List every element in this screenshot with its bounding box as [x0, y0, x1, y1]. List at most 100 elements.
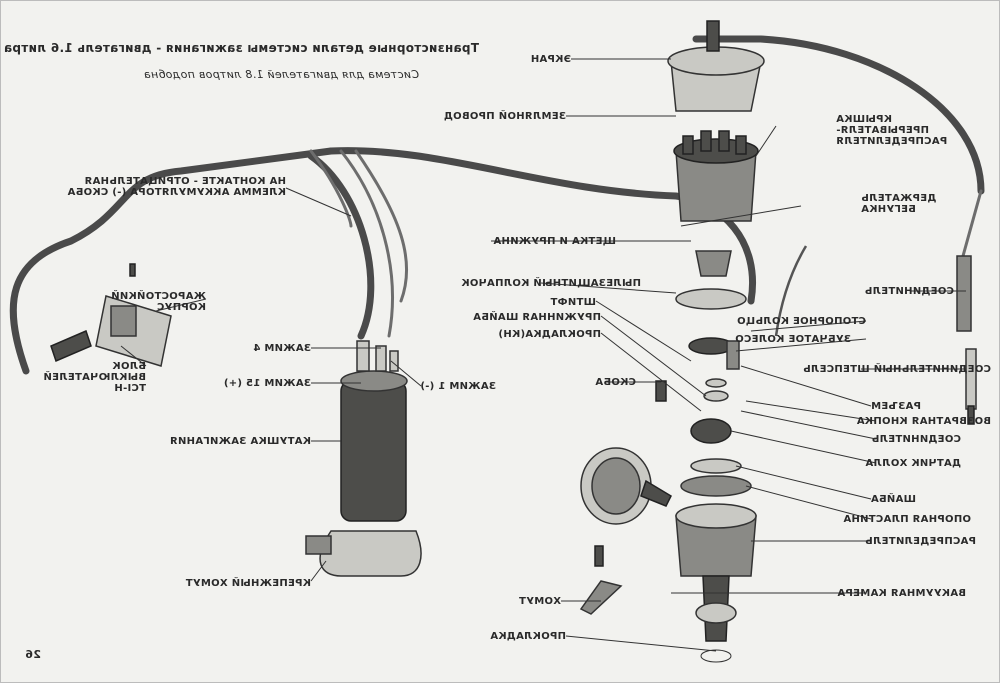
label-distributor: РАСПРЕДЕЛИТЕЛЬ [864, 536, 976, 547]
coil-terminal-1 [389, 350, 399, 372]
label-gasket-kn: ПРОКЛАДКА(КН) [498, 329, 601, 340]
ring-part [705, 378, 727, 388]
vacuum-diaphragm [591, 457, 641, 515]
label-ekran: ЭКРАН [530, 54, 571, 65]
coil-lead-2 [339, 149, 394, 338]
label-battery-terminal: НА КОНТАКТЕ - ОТРИЦАТЕЛЬНАЯ КЛЕММА АККУМ… [67, 176, 286, 198]
ignition-cable [692, 35, 985, 195]
leader-term1 [390, 360, 422, 387]
leader-retaining [750, 320, 867, 332]
bracket-part [655, 380, 667, 402]
label-term15: ЗАЖИМ 15 (+) [223, 378, 311, 389]
label-washer: ШАЙБА [870, 494, 916, 505]
leader-cap [755, 125, 777, 157]
control-unit-plug [50, 329, 92, 363]
cap-post-2 [718, 130, 730, 152]
control-unit-module [110, 305, 137, 337]
washer-part [690, 458, 742, 474]
coil-terminal-4 [375, 345, 387, 372]
label-dust-cap: ПЫЛЕЗАЩИТНЫЙ КОЛПАЧОК [461, 278, 641, 289]
spark-plug [965, 348, 977, 410]
label-control-unit: БЛОК ВЫКЛЮЧАТЕЛЕЙ TCI-H [43, 361, 146, 394]
distributor-rim [675, 503, 757, 529]
vacuum-arm [640, 479, 672, 507]
cap-lead-boot [706, 20, 720, 52]
leader-dustcap [540, 282, 677, 294]
label-cap: КРЫШКА ПРЕРЫВАТЕЛЯ- РАСПРЕДЕЛИТЕЛЯ [836, 114, 948, 147]
cap-post-1 [735, 135, 747, 155]
coil-body [340, 380, 407, 522]
label-rotor-holder: ДЕРЖАТЕЛЬ БЕГУНКА [861, 193, 937, 215]
leader-return [745, 400, 877, 422]
vacuum-hose [774, 245, 808, 337]
cap-post-4 [682, 135, 694, 155]
leader-pin [595, 300, 692, 362]
label-heat-sink: ЖАРОСТОЙКИЙ КОРПУС [110, 291, 206, 313]
label-return-button: ВОЗВРАТНАЯ КНОПКА [856, 416, 991, 427]
label-ground-wire: ЗЕМЛЯНОЙ ПРОВОД [443, 111, 566, 122]
leader-hall [730, 430, 877, 464]
base-plate-part [680, 475, 752, 497]
distributor-collar [695, 602, 737, 624]
leader-heatsink [155, 298, 207, 312]
label-connector: СОЕДИНИТЕЛЬ [864, 286, 954, 297]
gasket-ring [700, 649, 732, 663]
coil-terminal-15 [356, 340, 370, 372]
label-vacuum: ВАКУУМНАЯ КАМЕРА [837, 588, 966, 599]
label-pin: ШТИФТ [550, 297, 596, 308]
label-term4: ЗАЖИМ 4 [253, 343, 311, 354]
bolt-part [594, 545, 604, 567]
page-subtitle: Система для двигателей 1.8 литров подобн… [143, 68, 419, 81]
cap-post-3 [700, 130, 712, 152]
dust-cap [675, 288, 747, 310]
label-term1: ЗАЖИМ 1 (-) [420, 381, 496, 392]
main-harness-wire [327, 147, 756, 305]
label-hall-sensor: ДАТЧИК ХОЛЛА [865, 458, 961, 469]
coil-lead-3 [354, 149, 409, 303]
clamp-part [579, 580, 623, 615]
leader-connector2 [740, 410, 877, 440]
leader-baseplate [745, 485, 872, 520]
leader-washer [735, 465, 872, 500]
label-mount-clamp: КРЕПЕЖНЫЙ ХОМУТ [185, 578, 311, 589]
label-coil: КАТУШКА ЗАЖИГАНИЯ [169, 436, 311, 447]
label-spring-washer: ПРУЖИННАЯ ШАЙБА [472, 312, 601, 323]
spark-connector [956, 255, 972, 332]
leader-gasket-kn [600, 332, 702, 412]
leader-mountclamp [310, 560, 327, 582]
ignition-cable-end [961, 189, 983, 258]
spark-plug-tip [967, 405, 975, 425]
leader-socket [740, 365, 872, 407]
label-spark-connector: СОЕДИНИТЕЛЬНЫЙ ШТЕПСЕЛЬ [802, 364, 991, 375]
spring-washer-part [703, 390, 729, 402]
leader-gear [735, 338, 867, 352]
coil-mount-clamp [319, 530, 422, 577]
label-socket: РАЗЪЕМ [870, 401, 921, 412]
label-brush-spring: ЩЕТКА И ПРУЖИНА [493, 236, 616, 247]
rotor [695, 250, 732, 277]
control-unit-screw [129, 263, 136, 277]
socket-part [726, 340, 740, 370]
label-connector-2: СОЕДИНИТЕЛЬ [871, 434, 961, 445]
hall-sensor-part [690, 418, 732, 444]
leader-holder [680, 205, 802, 227]
label-gasket: ПРОКЛАДКА [490, 631, 566, 642]
coil-lead [307, 152, 375, 340]
label-gear: ЗУБЧАТОЕ КОЛЕСО [734, 334, 851, 345]
coil-mount-tab [305, 535, 332, 555]
battery-lead [309, 149, 353, 228]
label-retaining-ring: СТОПОРНОЕ КОЛЬЦО [736, 316, 866, 327]
label-base-plate: ОПОРНАЯ ПЛАСТИНА [843, 514, 971, 525]
coil-top [340, 370, 408, 392]
label-bracket: СКОБА [595, 377, 636, 388]
page-number: 26 [25, 648, 41, 661]
label-clamp: ХОМУТ [518, 596, 561, 607]
leader-spring-washer [600, 315, 707, 397]
leader-control [120, 345, 147, 367]
leader-battery [285, 187, 352, 217]
harness-wire [9, 147, 335, 375]
page-title: Транзисторные детали системы зажигания -… [3, 41, 479, 55]
